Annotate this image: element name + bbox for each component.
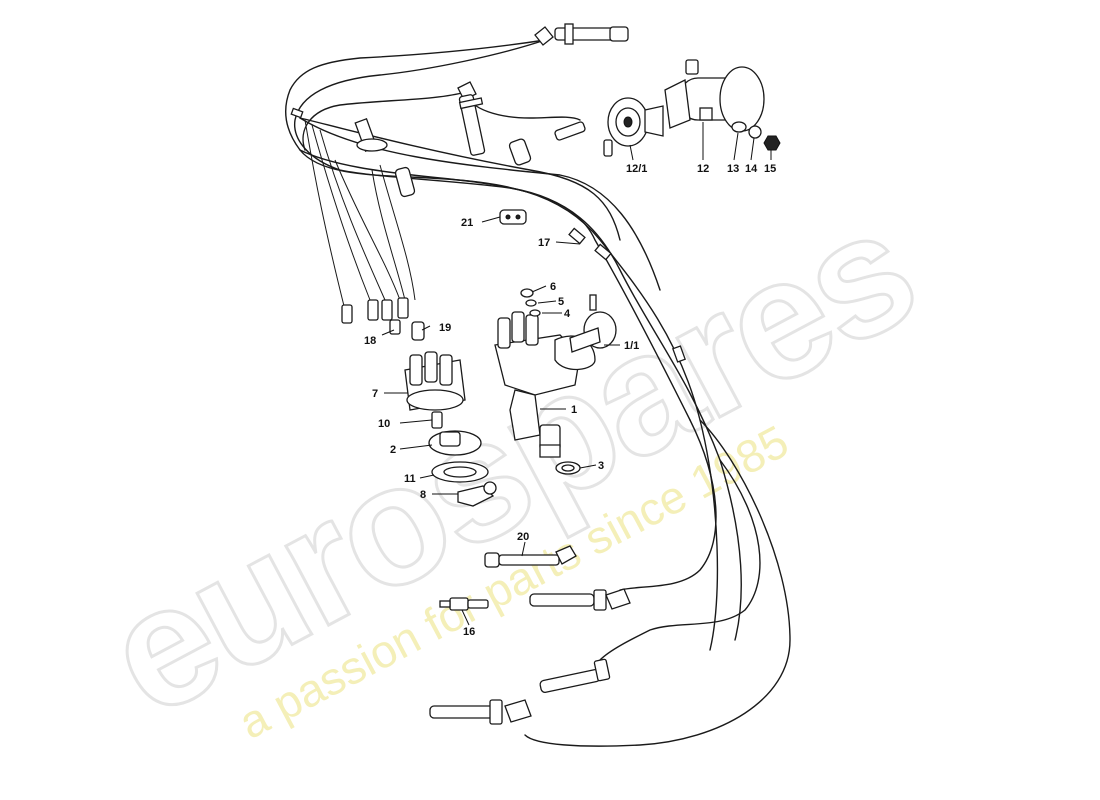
small-springs bbox=[520, 288, 541, 317]
callout-16: 16 bbox=[463, 626, 475, 638]
callout-12: 12 bbox=[697, 163, 709, 175]
spark-plug-connector bbox=[484, 545, 577, 568]
callout-19: 19 bbox=[439, 322, 451, 334]
callout-1-1: 1/1 bbox=[624, 340, 639, 352]
o-ring-seal bbox=[555, 461, 581, 475]
callout-11: 11 bbox=[404, 473, 416, 485]
distributor-cap bbox=[404, 351, 466, 411]
callout-18: 18 bbox=[364, 335, 376, 347]
callout-21: 21 bbox=[461, 217, 473, 229]
contact-set bbox=[457, 481, 497, 507]
callout-2: 2 bbox=[390, 444, 396, 456]
watermark: eurospares a passion for parts since 198… bbox=[77, 172, 943, 754]
distributor bbox=[494, 311, 596, 458]
dust-cap bbox=[428, 430, 482, 456]
callout-1: 1 bbox=[571, 404, 577, 416]
callout-5: 5 bbox=[558, 296, 564, 308]
spark-plug-connector-bottom-1 bbox=[529, 588, 631, 611]
watermark-brand: eurospares bbox=[78, 173, 941, 752]
leader-lines bbox=[381, 122, 772, 626]
vacuum-unit bbox=[569, 294, 617, 353]
callout-13: 13 bbox=[727, 163, 739, 175]
callout-labels: 12/1 12 13 14 15 21 17 6 5 4 18 19 1/1 7… bbox=[364, 163, 776, 638]
callout-4: 4 bbox=[564, 308, 571, 320]
condenser bbox=[607, 97, 664, 147]
cap-seal bbox=[431, 461, 489, 483]
rotor bbox=[431, 411, 443, 429]
callout-3: 3 bbox=[598, 460, 604, 472]
coil-washers bbox=[731, 121, 781, 151]
callout-14: 14 bbox=[745, 163, 758, 175]
callout-20: 20 bbox=[517, 531, 529, 543]
harness-clip bbox=[499, 209, 527, 225]
ignition-coil bbox=[664, 59, 765, 132]
spark-plug-connector-bottom-2 bbox=[539, 658, 611, 694]
spark-plug-connector-right-small bbox=[508, 121, 586, 166]
ignition-lead-harness bbox=[285, 39, 791, 747]
spark-plug bbox=[439, 597, 489, 611]
callout-12-1: 12/1 bbox=[626, 163, 647, 175]
spark-plug-connector-upper-mid bbox=[457, 81, 486, 156]
callout-15: 15 bbox=[764, 163, 776, 175]
callout-8: 8 bbox=[420, 489, 426, 501]
callout-10: 10 bbox=[378, 418, 390, 430]
spark-plug-connector-center bbox=[354, 118, 416, 198]
spark-plug-connector-top bbox=[534, 23, 629, 46]
callout-17: 17 bbox=[538, 237, 550, 249]
ground-lead-clip bbox=[603, 139, 613, 157]
plug-lead-terminals bbox=[341, 297, 425, 341]
spark-plug-connector-bottom-3 bbox=[429, 699, 532, 725]
callout-7: 7 bbox=[372, 388, 378, 400]
callout-6: 6 bbox=[550, 281, 556, 293]
